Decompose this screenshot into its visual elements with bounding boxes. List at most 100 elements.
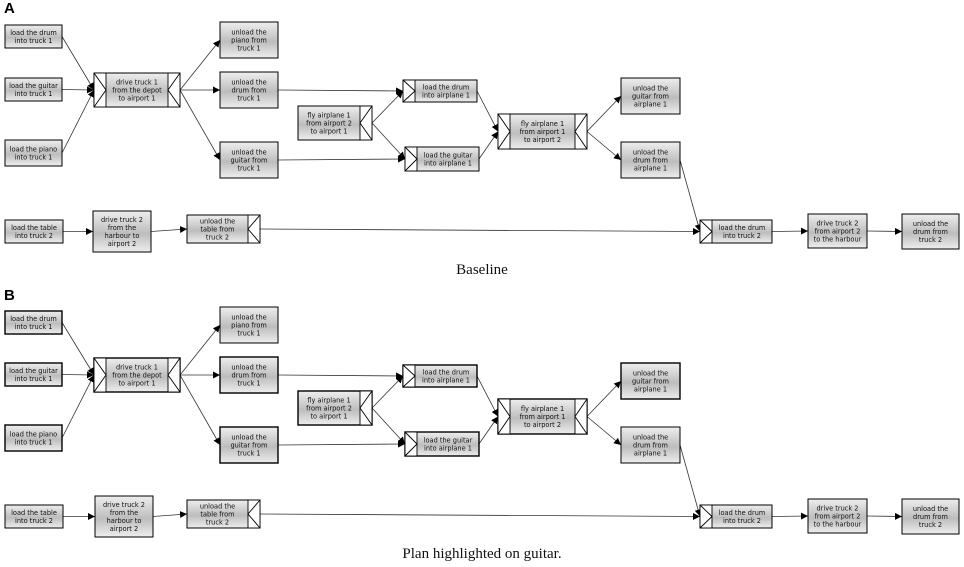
edge-drive-t1-to-unload-piano-t1: [179, 39, 221, 91]
node-label-line: truck 2: [206, 518, 229, 526]
node-label-line: into truck 1: [15, 375, 53, 383]
input-connector-triangle: [404, 431, 418, 457]
node-label-line: drum from: [633, 441, 668, 449]
output-connector-triangle: [359, 105, 373, 141]
node-label-line: into truck 2: [15, 232, 53, 240]
node-label-line: truck 2: [206, 233, 229, 241]
input-connector: [699, 504, 713, 529]
node-box: [219, 141, 279, 179]
edge-load-guitar-t1-to-drive-t1: [61, 371, 95, 379]
edge-drive-t2-ap2-to-unload-drum-t2: [866, 227, 903, 235]
input-connector: [93, 357, 107, 393]
node-label-line: unload the: [231, 313, 266, 321]
node-label-line: unload the: [231, 433, 266, 441]
node-label-line: drum from: [913, 228, 948, 236]
node-label-line: truck 2: [919, 521, 942, 529]
node-label-line: piano from: [231, 36, 267, 44]
node-box: [620, 141, 681, 179]
node-label-line: load the drum: [719, 509, 766, 517]
node-label-line: guitar from: [231, 156, 268, 164]
node-label-line: drive truck 1: [116, 363, 158, 371]
node-label-line: table from: [200, 225, 234, 233]
node-label-line: airplane 1: [634, 385, 667, 393]
node-box: [219, 306, 279, 344]
node-label-line: load the piano: [10, 145, 57, 153]
node-label-line: drum from: [633, 156, 668, 164]
edge-drive-t1-to-unload-piano-t1: [179, 324, 221, 376]
output-connector-triangle: [574, 113, 588, 150]
node-label-line: truck 1: [237, 379, 260, 387]
node-box: [4, 219, 64, 244]
edge-fly-a1-ap1-to-unload-guitar-a1: [586, 380, 622, 417]
node-label-line: unload the: [913, 220, 948, 228]
edge-fly-a1-ap2-to-load-drum-a1: [371, 90, 404, 124]
node-label-line: to airport 1: [310, 127, 347, 135]
node-box: [219, 71, 279, 109]
node-box: [4, 362, 63, 387]
node-box: [620, 77, 681, 115]
edge-fly-a1-ap2-to-load-guitar-a1: [371, 122, 406, 160]
node-label-line: to the harbour: [814, 520, 862, 528]
node-label-line: drive truck 2: [817, 219, 859, 227]
edge-drive-t2-hb-to-unload-table-t2: [150, 225, 188, 233]
node-label-line: to airport 1: [310, 412, 347, 420]
input-connector-triangle: [404, 146, 418, 172]
node-label-line: from the depot: [112, 86, 162, 94]
input-connector-triangle: [497, 398, 511, 435]
node-label-line: unload the: [633, 84, 668, 92]
node-label-line: into airplane 1: [424, 444, 472, 452]
panel-a-label: A: [4, 0, 15, 17]
node-label-line: unload the: [913, 505, 948, 513]
edge-unload-drum-a1-to-load-drum-t2: [679, 159, 702, 232]
node-label-line: into airplane 1: [424, 159, 472, 167]
node-label-line: into truck 1: [15, 90, 53, 98]
output-connector: [574, 113, 588, 150]
node-box: [807, 213, 868, 249]
output-connector: [167, 357, 181, 393]
node-box: [4, 424, 63, 452]
node-label-line: unload the: [231, 363, 266, 371]
node-label-line: load the table: [11, 509, 57, 517]
output-connector-triangle: [574, 398, 588, 435]
node-label-line: from airport 2: [815, 512, 861, 520]
node-box: [219, 426, 279, 464]
node-label-line: unload the: [231, 148, 266, 156]
node-label-line: from airport 2: [815, 227, 861, 235]
input-connector-triangle: [699, 219, 713, 244]
output-connector: [574, 398, 588, 435]
node-label-line: truck 2: [919, 236, 942, 244]
node-label-line: load the drum: [10, 315, 57, 323]
node-box: [807, 498, 868, 534]
node-box: [94, 495, 154, 538]
node-label-line: load the guitar: [424, 436, 473, 444]
node-label-line: from airport 1: [520, 128, 566, 136]
node-label-line: airport 2: [110, 525, 138, 533]
node-box: [4, 139, 63, 167]
edge-fly-a1-ap1-to-unload-drum-a1: [586, 131, 622, 161]
node-label-line: fly airplane 1: [521, 405, 564, 413]
node-label-line: unload the: [633, 148, 668, 156]
node-label-line: load the guitar: [9, 82, 58, 90]
input-connector: [402, 364, 416, 388]
node-label-line: airplane 1: [634, 449, 667, 457]
edge-load-piano-t1-to-drive-t1: [61, 374, 95, 439]
node-label-line: into airplane 1: [422, 376, 470, 384]
node-label-line: piano from: [231, 321, 267, 329]
input-connector: [404, 431, 418, 457]
edge-load-drum-t1-to-drive-t1: [61, 36, 95, 91]
node-label-line: truck 1: [237, 449, 260, 457]
input-connector-triangle: [402, 364, 416, 388]
node-label-line: drive truck 2: [101, 216, 143, 224]
